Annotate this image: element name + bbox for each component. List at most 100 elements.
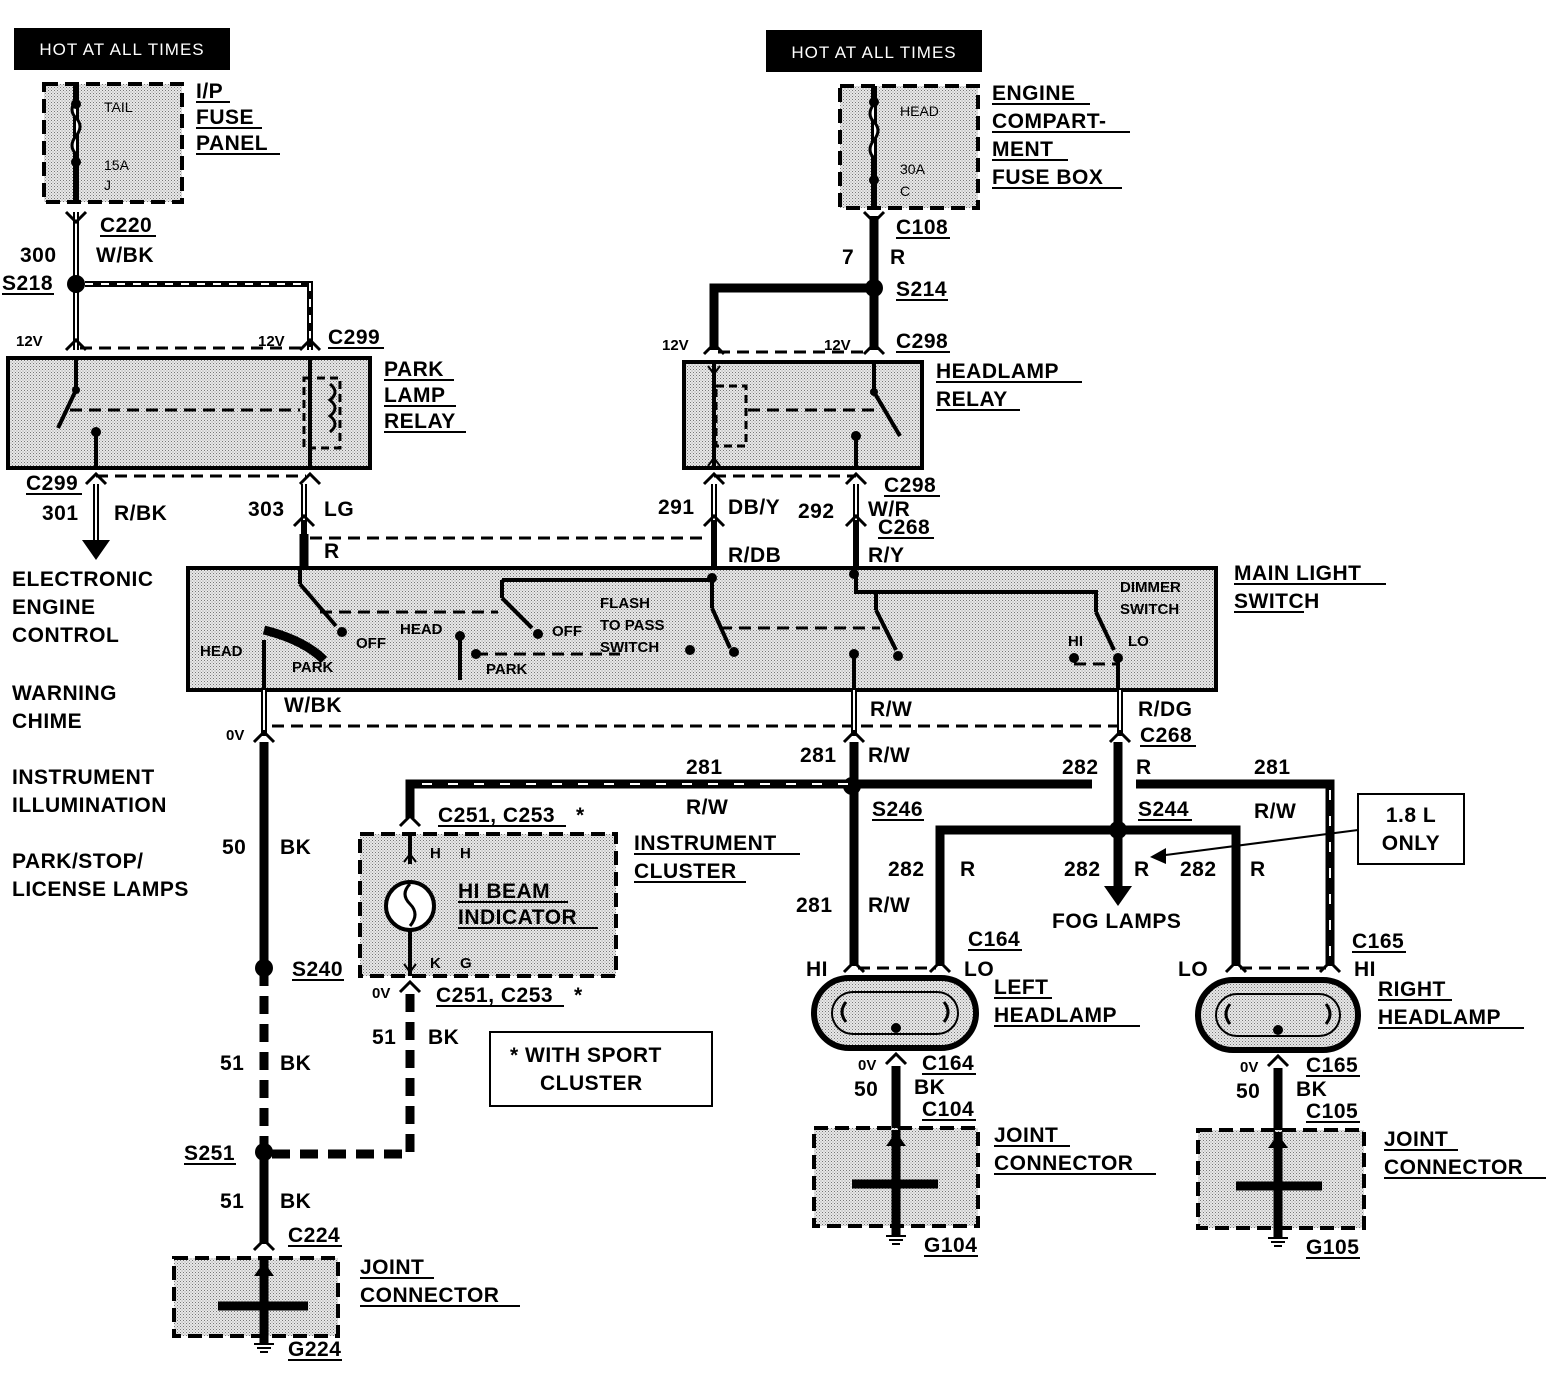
connector-c268-top: C268 [878, 516, 930, 539]
wire-bk-e: BK [914, 1076, 945, 1099]
chime-label-1: WARNING [12, 682, 117, 705]
connector-c165-top: C165 [1352, 930, 1404, 953]
wire-281-c: 281 [796, 894, 833, 917]
wire-51-b: 51 [372, 1026, 396, 1049]
ic-label-2: CLUSTER [634, 860, 737, 883]
voltage-0v-d: 0V [1240, 1059, 1258, 1076]
mls-off-mid: OFF [552, 623, 582, 640]
left-headlamp-hi: HI [806, 958, 828, 981]
headlamp-relay-label-2: RELAY [936, 388, 1008, 411]
connector-c298-top: C298 [896, 330, 948, 353]
jc-right-label-1: JOINT [1384, 1128, 1448, 1151]
connector-c298-bottom: C298 [884, 474, 936, 497]
note-18l: 1.8 L ONLY [1150, 793, 1465, 865]
wire-bk-d: BK [280, 1190, 311, 1213]
wire-292-color: W/R [868, 498, 910, 521]
wire-r-left: R [960, 858, 976, 881]
star-top: * [576, 804, 585, 827]
connector-c164-top: C164 [968, 928, 1020, 951]
arrow-to-fog [1104, 886, 1132, 906]
headlamp-relay-label-1: HEADLAMP [936, 360, 1059, 383]
wire-50-a: 50 [222, 836, 246, 859]
ip-fuse-rating: 15A [104, 157, 130, 173]
jc-left-label-2: CONNECTOR [360, 1284, 499, 1307]
engine-fuse-rating: 30A [900, 161, 926, 177]
wire-291-color: DB/Y [728, 496, 780, 519]
wire-281-d: 281 [1254, 756, 1291, 779]
joint-connector-g104: JOINT CONNECTOR G104 [812, 1124, 1156, 1257]
park-relay-label-2: LAMP [384, 384, 446, 407]
wire-50-b: 50 [854, 1078, 878, 1101]
mls-label-1: MAIN LIGHT [1234, 562, 1361, 585]
note-sport-cluster: * WITH SPORT CLUSTER [489, 1031, 713, 1107]
jc-left-label-1: JOINT [360, 1256, 424, 1279]
hi-beam-label-1: HI BEAM [458, 880, 550, 903]
note-18l-line-1: 1.8 L [1386, 804, 1436, 827]
wire-ry-color: R/Y [868, 544, 905, 567]
wire-300-color: W/BK [96, 244, 154, 267]
splice-s244: S244 [1138, 798, 1189, 821]
voltage-12v-a: 12V [16, 333, 43, 350]
ip-fuse-name: TAIL [104, 99, 133, 115]
left-headlamp-lo: LO [964, 958, 994, 981]
ip-panel-label-3: PANEL [196, 132, 268, 155]
ic-pin-h1: H [430, 845, 441, 862]
ground-g104: G104 [924, 1234, 977, 1257]
star-bottom: * [574, 984, 583, 1007]
ip-panel-label-2: FUSE [196, 106, 254, 129]
wire-7-number: 7 [842, 246, 854, 269]
hot-banner-right: HOT AT ALL TIMES [766, 30, 982, 72]
wire-rw-281: R/W [868, 744, 910, 767]
connector-c268-bottom: C268 [1140, 724, 1192, 747]
jc-right-label-2: CONNECTOR [1384, 1156, 1523, 1179]
wire-r-park-relay: R [324, 540, 340, 563]
wire-bk-f: BK [1296, 1078, 1327, 1101]
splice-s218: S218 [2, 272, 53, 295]
connector-c105: C105 [1306, 1100, 1358, 1123]
ip-fuse-id: J [104, 177, 111, 193]
connector-c220: C220 [100, 214, 152, 237]
mls-hi: HI [1068, 633, 1083, 650]
connector-c164-bottom: C164 [922, 1052, 974, 1075]
wire-282-d: 282 [1180, 858, 1217, 881]
engine-fuse-box: HEAD 30A C ENGINE COMPART- MENT FUSE BOX [838, 82, 1130, 210]
note-sport-line-1: * WITH SPORT [510, 1044, 662, 1067]
connector-c299-top: C299 [328, 326, 380, 349]
wire-300-number: 300 [20, 244, 57, 267]
headlamp-relay: HEADLAMP RELAY [682, 360, 1082, 470]
eec-label-3: CONTROL [12, 624, 119, 647]
voltage-12v-b: 12V [258, 333, 285, 350]
jc-mid-label-2: CONNECTOR [994, 1152, 1133, 1175]
park-relay-label-3: RELAY [384, 410, 456, 433]
wire-rw-switch: R/W [870, 698, 912, 721]
wire-bk-b: BK [280, 1052, 311, 1075]
hot-banner-left-text: HOT AT ALL TIMES [39, 40, 204, 59]
mls-label-2: SWITCH [1234, 590, 1320, 613]
eec-label-2: ENGINE [12, 596, 96, 619]
left-headlamp-label-1: LEFT [994, 976, 1049, 999]
hot-banner-right-text: HOT AT ALL TIMES [791, 43, 956, 62]
mls-head-mid: HEAD [400, 621, 443, 638]
mls-head-left: HEAD [200, 643, 243, 660]
hi-beam-label-2: INDICATOR [458, 906, 577, 929]
wire-282-c: 282 [1064, 858, 1101, 881]
lamps-label-1: PARK/STOP/ [12, 850, 143, 873]
wire-rw-left: R/W [868, 894, 910, 917]
mls-dimmer-2: SWITCH [1120, 601, 1179, 618]
connector-c165-bottom: C165 [1306, 1054, 1358, 1077]
connector-c251-bottom: C251, C253 [436, 984, 553, 1007]
splice-s246: S246 [872, 798, 923, 821]
joint-connector-g224: JOINT CONNECTOR G224 [172, 1256, 520, 1361]
connector-c251-top: C251, C253 [438, 804, 555, 827]
connector-c104: C104 [922, 1098, 974, 1121]
wire-282-b: 282 [888, 858, 925, 881]
illum-label-1: INSTRUMENT [12, 766, 155, 789]
mls-lo: LO [1128, 633, 1149, 650]
wire-281-b: 281 [686, 756, 723, 779]
arrow-to-eec [82, 540, 110, 560]
wire-51-c: 51 [220, 1190, 244, 1213]
engine-fuse-id: C [900, 183, 910, 199]
fog-lamps-label: FOG LAMPS [1052, 910, 1181, 933]
splice-s240: S240 [292, 958, 343, 981]
